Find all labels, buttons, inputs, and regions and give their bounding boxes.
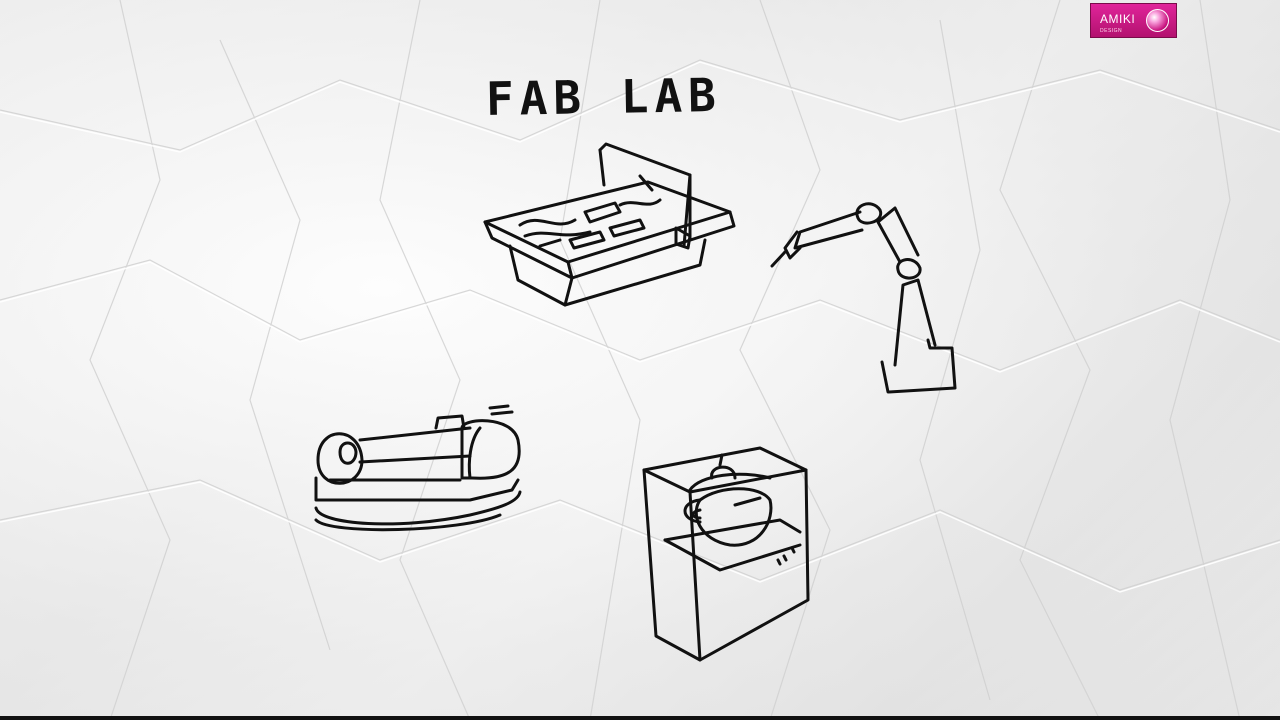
amiki-design-logo[interactable]: AMIKI DESIGN	[1090, 3, 1177, 38]
bottom-border	[0, 716, 1280, 720]
glossy-sphere-icon	[1146, 9, 1169, 32]
lathe-icon	[314, 404, 522, 532]
cnc-machine-icon	[483, 142, 736, 307]
logo-text: AMIKI	[1100, 11, 1136, 26]
robot-arm-icon	[770, 202, 957, 394]
3d-printer-icon	[642, 446, 810, 662]
logo-subtext: DESIGN	[1100, 27, 1123, 34]
